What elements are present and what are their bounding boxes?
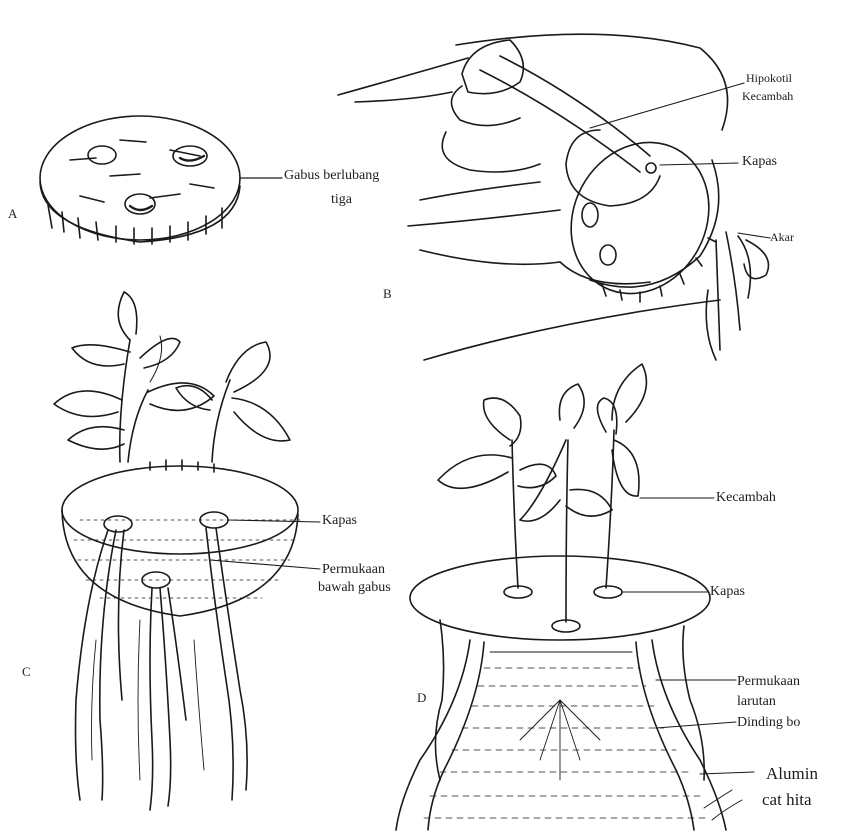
panel-a-label-line1: Gabus berlubang	[284, 168, 379, 184]
panel-d-cotton-label: Kapas	[710, 584, 745, 600]
panel-a-label-line2: tiga	[331, 192, 352, 208]
panel-d-bottle	[396, 364, 754, 830]
panel-a-letter: A	[8, 206, 17, 222]
panel-c-cotton-label: Kapas	[322, 513, 357, 529]
panel-d-bottle-wall-label: Dinding bo	[737, 715, 800, 731]
panel-b-hypocotyl-line1: Hipokotil	[746, 70, 792, 86]
panel-b-hypocotyl-line2: Kecambah	[742, 88, 793, 104]
panel-c-cork	[54, 292, 320, 810]
panel-d-letter: D	[417, 690, 426, 706]
panel-d-foil-line2: cat hita	[762, 790, 812, 809]
panel-b-cotton-label: Kapas	[742, 154, 777, 170]
panel-d-sprout-label: Kecambah	[716, 490, 776, 506]
panel-c-surface-line2: bawah gabus	[318, 580, 391, 596]
panel-d-solution-line2: larutan	[737, 694, 776, 710]
panel-d-foil-line1: Alumin	[766, 764, 818, 783]
panel-b-hand	[338, 34, 770, 360]
panel-c-surface-line1: Permukaan	[322, 562, 385, 578]
panel-b-letter: B	[383, 286, 392, 302]
panel-d-solution-line1: Permukaan	[737, 674, 800, 690]
panel-b-root-label: Akar	[770, 229, 794, 245]
panel-a-cork	[40, 116, 282, 244]
panel-c-letter: C	[22, 664, 31, 680]
